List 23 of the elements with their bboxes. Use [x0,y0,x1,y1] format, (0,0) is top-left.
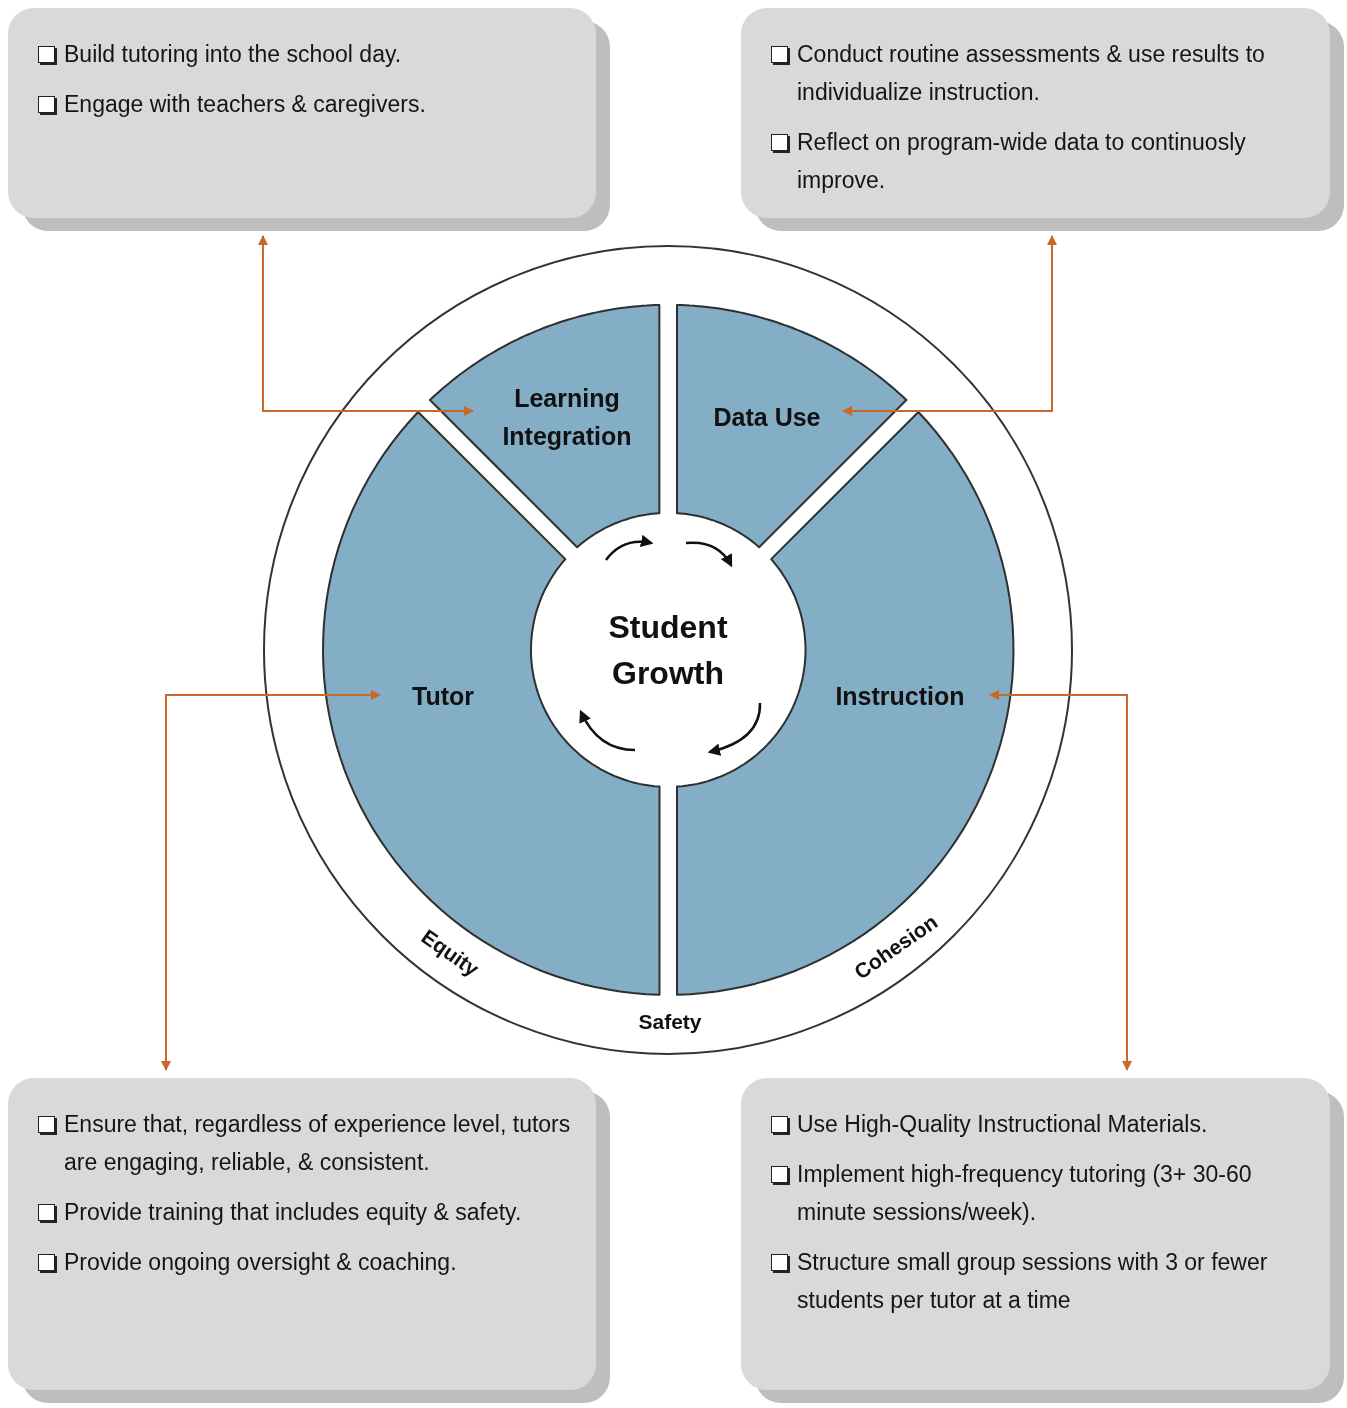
bullet-text: Conduct routine assessments & use results to individualize instruction. [797,40,1266,107]
bullet-text: Build tutoring into the school day. [64,40,402,69]
connector-arrow [842,235,1057,416]
ring-segment [674,303,908,550]
bullet-text: Implement high-frequency tutoring (3+ 30-60 minute sessions/week). [797,1160,1253,1227]
ring-label: Safety [638,1010,702,1034]
bullet-text: Structure small group sessions with 3 or fewer students per tutor at a time [797,1248,1269,1315]
bullet-text: Use High-Quality Instructional Materials. [797,1110,1208,1139]
segment-label: Tutor [410,681,475,712]
segment-label: Learning Integration [501,383,633,452]
bullet-text: Provide training that includes equity & safety. [64,1198,522,1227]
ring-segment [428,303,662,550]
segment-label: Instruction [834,681,966,712]
segment-label: Data Use [712,402,822,433]
bullet-text: Provide ongoing oversight & coaching. [64,1248,457,1277]
connector-arrow [258,235,474,416]
connector-arrow [161,690,381,1071]
bullet-text: Ensure that, regardless of experience level, tutors are engaging, reliable, & consistent. [64,1110,572,1177]
bullet-text: Reflect on program-wide data to continuosly improve. [797,128,1247,195]
bullet-text: Engage with teachers & caregivers. [64,90,426,119]
center-title: Student Growth [607,608,729,693]
connector-arrow [989,690,1132,1071]
outer-circle [263,245,1073,1055]
